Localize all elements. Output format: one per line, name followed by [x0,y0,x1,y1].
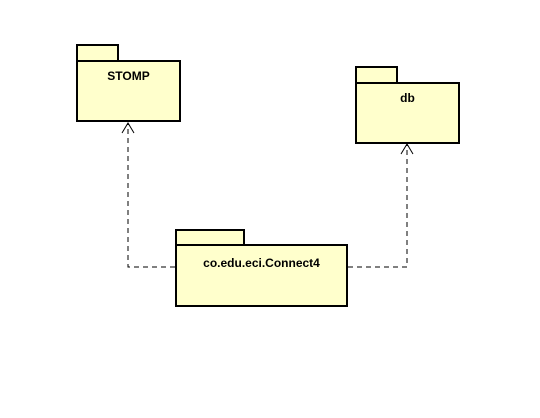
package-name: db [400,91,415,105]
package-body: co.edu.eci.Connect4 [175,244,348,307]
package-stomp[interactable]: STOMP [76,44,181,122]
package-name: STOMP [107,69,150,83]
dependency-line [348,145,408,268]
package-body: STOMP [76,60,181,122]
package-db[interactable]: db [355,66,460,144]
dependency-connect4-db [348,143,414,268]
package-body: db [355,82,460,144]
package-name: co.edu.eci.Connect4 [203,256,320,270]
dependency-connect4-stomp [121,122,175,268]
package-connect4[interactable]: co.edu.eci.Connect4 [175,229,348,307]
open-arrowhead-icon [121,122,135,134]
open-arrowhead-icon [400,143,414,155]
dependency-line [127,124,175,268]
